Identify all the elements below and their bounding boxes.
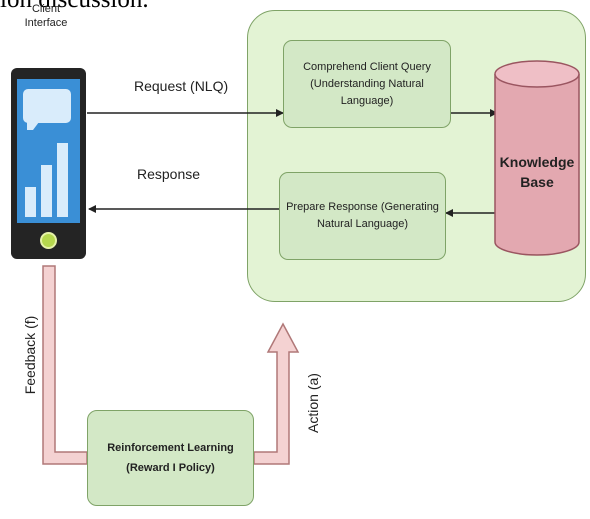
action-label: Action (a) [305,373,321,433]
reinforcement-line1: Reinforcement Learning [107,442,234,454]
feedback-arrow [42,265,88,465]
prepare-line1: Prepare Response (Generating [286,201,439,213]
knowledge-base-label: Knowledge Base [495,152,579,192]
knowledge-base-line2: Base [520,174,554,190]
comprehend-line1: Comprehend Client Query [303,60,431,73]
home-button-icon [40,232,57,249]
action-arrow [253,322,300,465]
phone-screen [17,79,80,223]
client-label-line1: Client [31,3,61,15]
prepare-line2: Natural Language) [316,218,409,230]
bar-chart-bar-2 [41,165,52,217]
speech-bubble-icon [23,89,71,123]
comprehend-query-box: Comprehend Client Query (Understanding N… [283,40,451,128]
knowledge-base-line1: Knowledge [499,154,575,170]
smartphone-icon [11,68,86,259]
reinforcement-line2: (Reward I Policy) [126,462,215,474]
request-label: Request (NLQ) [134,78,229,94]
speech-bubble-tail [27,122,39,130]
client-interface-label: Client Interface [14,2,78,30]
bar-chart-bar-3 [57,143,68,217]
knowledge-base-cylinder [494,60,580,256]
reinforcement-learning-box: Reinforcement Learning (Reward I Policy) [87,410,254,506]
client-label-line2: Interface [24,17,68,29]
comprehend-line2: (Understanding Natural Language) [310,77,424,107]
prepare-response-box: Prepare Response (Generating Natural Lan… [279,172,446,260]
feedback-label: Feedback (f) [22,315,38,395]
response-label: Response [137,166,201,182]
clipped-caption-text: ion discussion. [0,0,149,14]
bar-chart-bar-1 [25,187,36,217]
